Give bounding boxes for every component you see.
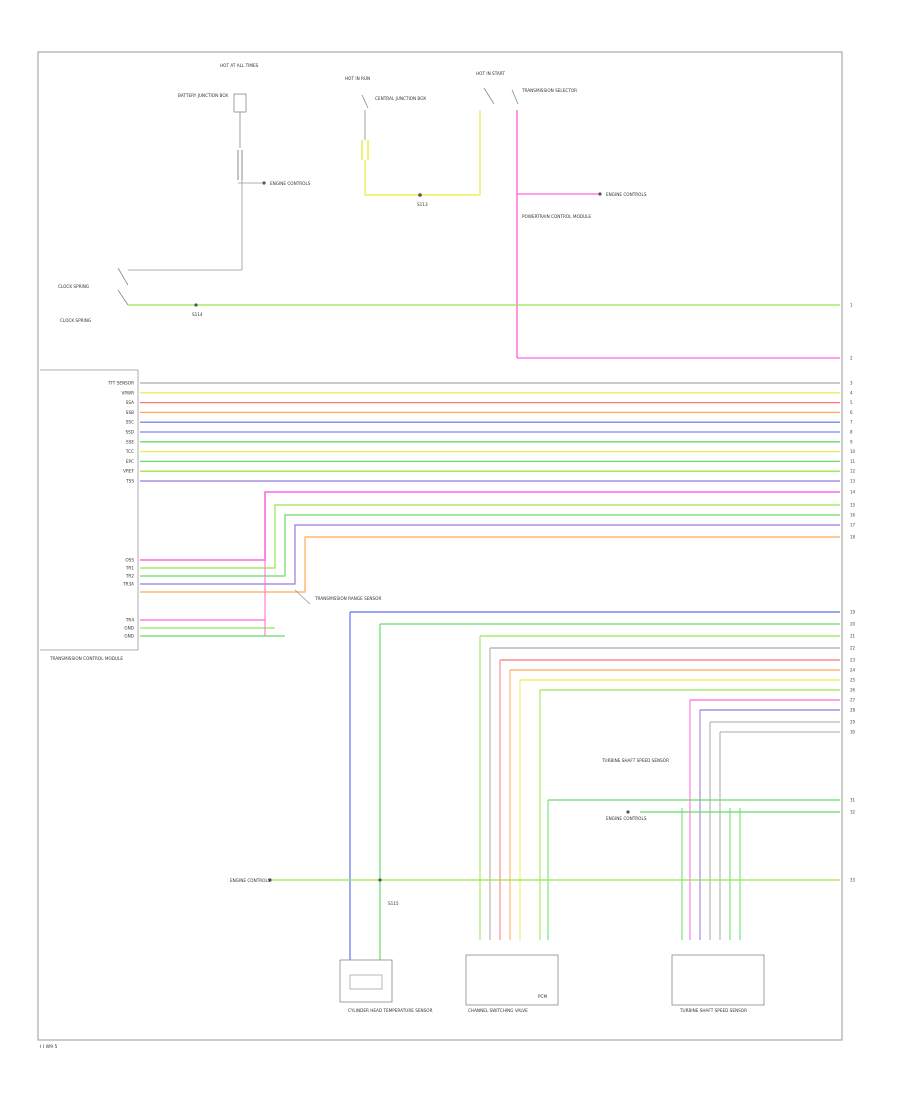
row-number: 32 <box>850 810 856 815</box>
row-number: 3 <box>850 381 853 386</box>
pin-label: SSB <box>126 410 134 415</box>
page-label: I I W9 5 <box>40 1044 58 1050</box>
trs-text: TRANSMISSION SELECTOR <box>521 88 577 93</box>
pin-label: OSS <box>125 558 134 563</box>
row-number: 18 <box>850 535 856 540</box>
row-number: 13 <box>850 479 856 484</box>
row-number: 28 <box>850 708 856 713</box>
engine-control-left: ENGINE CONTROLS <box>230 878 271 883</box>
engine-control-1: ENGINE CONTROLS <box>270 181 311 186</box>
pin-label: VPWR <box>122 390 135 395</box>
pcm-box-label: PCM <box>538 994 547 999</box>
bottom-right-module: TURBINE SHAFT SPEED SENSOR <box>671 954 765 1013</box>
row-number: 23 <box>850 658 856 663</box>
pin-label: SSC <box>126 420 134 425</box>
pin-label: TCC <box>125 449 134 454</box>
row-number: 20 <box>850 622 856 627</box>
fuse-top-left-label: HOT AT ALL TIMES <box>220 63 259 68</box>
tcm-box: TRANSMISSION CONTROL MODULE <box>40 369 139 661</box>
engine-control-3: ENGINE CONTROLS <box>606 816 647 821</box>
row-numbers: 1234567891011121314151617181920212223242… <box>850 303 856 883</box>
cjb-label: CENTRAL JUNCTION BOX <box>375 96 426 101</box>
engine-control-2: ENGINE CONTROLS <box>606 192 647 197</box>
left-mod-label: CYLINDER HEAD TEMPERATURE SENSOR <box>348 1008 433 1013</box>
splice-mid: S113 <box>417 202 428 207</box>
pin-label: TR2 <box>125 574 134 579</box>
row-number: 31 <box>850 798 856 803</box>
fuse-top-right-label: HOT IN START <box>476 71 505 76</box>
clock-spring-component: CLOCK SPRING CLOCK SPRING S114 <box>58 267 840 323</box>
row-number: 11 <box>850 459 856 464</box>
row-number: 4 <box>850 390 853 395</box>
row-number: 22 <box>850 646 856 651</box>
bottom-mid-module: CHANNEL SWITCHING VALVE PCM <box>465 954 559 1013</box>
row-number: 27 <box>850 698 856 703</box>
row-number: 6 <box>850 410 853 415</box>
pin-label: SSD <box>125 430 134 435</box>
pin-label: SSA <box>126 400 134 405</box>
top-right-component: HOT IN START TRANSMISSION SELECTOR ENGIN… <box>476 71 840 359</box>
row-number: 2 <box>850 356 853 361</box>
row-number: 9 <box>850 439 853 444</box>
tr-sensor-label: TRANSMISSION RANGE SENSOR <box>314 596 381 601</box>
pin-label: TR4 <box>125 618 134 623</box>
diagram-border <box>37 51 843 1041</box>
bottom-left-module: CYLINDER HEAD TEMPERATURE SENSOR <box>339 959 433 1013</box>
row-number: 24 <box>850 668 856 673</box>
pin-label: SSE <box>126 439 134 444</box>
splice-right: S115 <box>388 901 399 906</box>
pin-label: EPC <box>126 459 134 464</box>
row-number: 19 <box>850 610 856 615</box>
tcm-pin-labels: TFT SENSOR VPWR SSA SSB SSC SSD SSE TCC EPC VREF T… <box>107 381 135 639</box>
row-number: 15 <box>850 503 856 508</box>
horizontal-wires <box>140 382 840 482</box>
pin-label: TSS <box>125 479 134 484</box>
pin-label: TR3A <box>122 582 134 587</box>
row-number: 26 <box>850 688 856 693</box>
top-left-component: HOT AT ALL TIMES BATTERY JUNCTION BOX EN… <box>178 63 311 270</box>
mid-vertical-wires: TRANSMISSION RANGE SENSOR <box>140 491 840 637</box>
row-number: 29 <box>850 720 856 725</box>
clock-spring-label: CLOCK SPRING <box>58 284 89 289</box>
row-number: 1 <box>850 303 853 308</box>
row-number: 30 <box>850 730 856 735</box>
row-number: 12 <box>850 469 856 474</box>
pin-label: VREF <box>123 469 134 474</box>
mid-mod-label: CHANNEL SWITCHING VALVE <box>468 1008 528 1013</box>
row-number: 5 <box>850 400 853 405</box>
pin-label: TFT SENSOR <box>107 381 134 386</box>
row-number: 21 <box>850 634 856 639</box>
row-number: 33 <box>850 878 856 883</box>
right-mod-note: TURBINE SHAFT SPEED SENSOR <box>601 758 669 763</box>
bjb-label: BATTERY JUNCTION BOX <box>178 93 228 98</box>
fuse-top-mid-label: HOT IN RUN <box>345 76 370 81</box>
row-number: 14 <box>850 490 856 495</box>
pin-label: GND <box>124 626 134 631</box>
pin-label: GND <box>124 634 134 639</box>
pcm-text: POWERTRAIN CONTROL MODULE <box>522 214 591 219</box>
pin-label: TR1 <box>125 566 134 571</box>
row-number: 25 <box>850 678 856 683</box>
tcm-title: TRANSMISSION CONTROL MODULE <box>49 656 123 661</box>
row-number: 17 <box>850 523 856 528</box>
row-number: 16 <box>850 513 856 518</box>
splice-left: S114 <box>192 312 203 317</box>
top-mid-component: HOT IN RUN CENTRAL JUNCTION BOX S113 <box>345 76 480 207</box>
row-number: 7 <box>850 420 853 425</box>
lower-bus-wires: ENGINE CONTROLS TURBINE SHAFT SPEED SENS… <box>230 611 840 960</box>
clock-spring-title: CLOCK SPRING <box>60 318 91 323</box>
row-number: 8 <box>850 430 853 435</box>
row-number: 10 <box>850 449 856 454</box>
right-mod-label: TURBINE SHAFT SPEED SENSOR <box>679 1008 747 1013</box>
